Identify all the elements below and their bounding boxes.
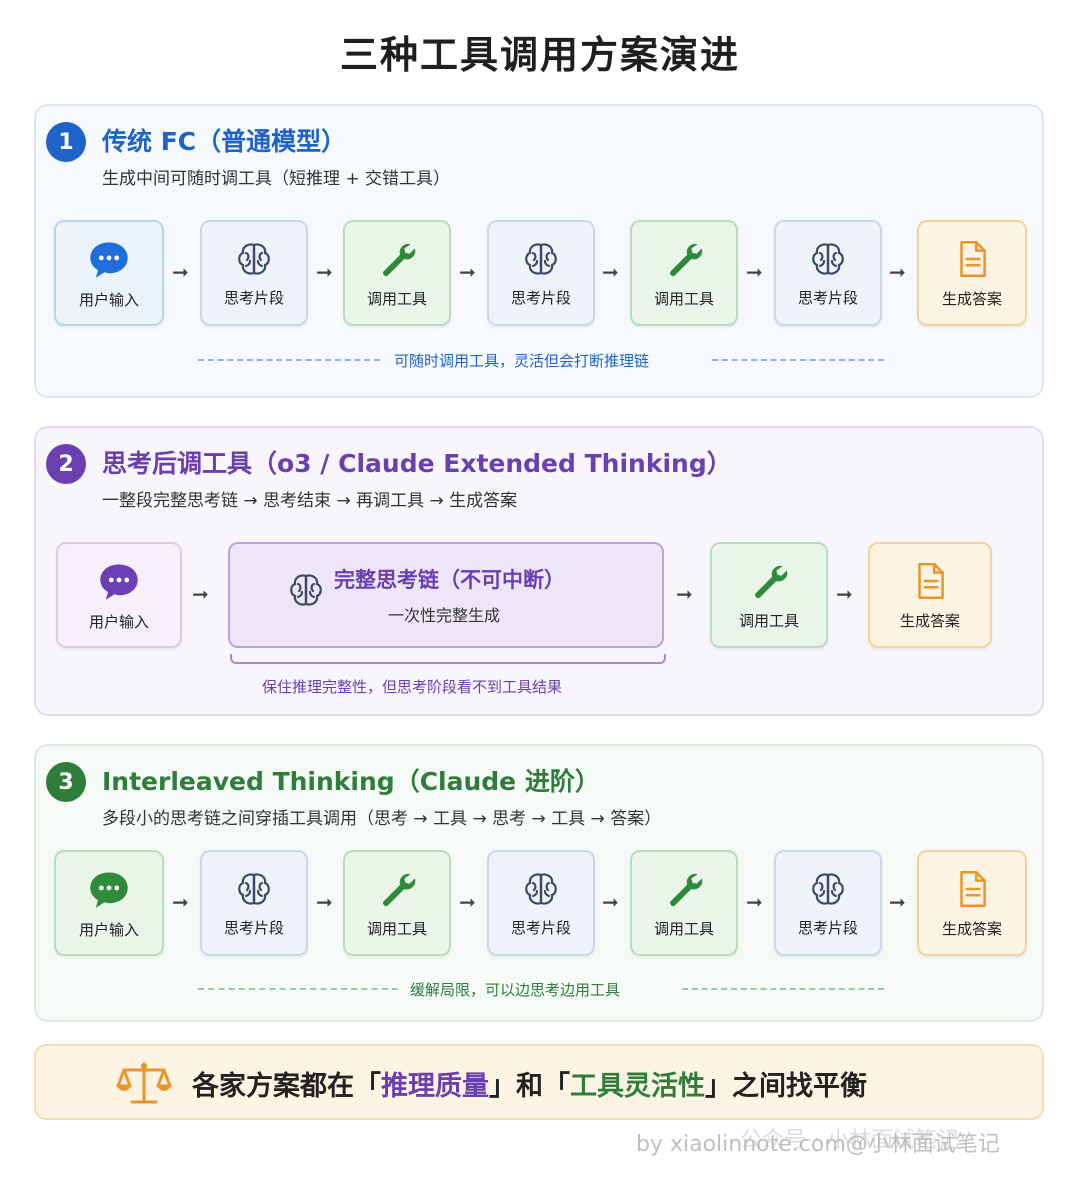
chat-bubble-icon: [97, 559, 141, 603]
summary-banner: 各家方案都在「推理质量」和「工具灵活性」之间找平衡: [34, 1044, 1044, 1120]
step-user-input: 用户输入: [54, 220, 164, 326]
brain-icon: [234, 239, 274, 279]
arrow-right-icon: ➞: [836, 582, 853, 606]
step-think: 思考片段: [200, 220, 308, 326]
step-think: 思考片段: [487, 220, 595, 326]
section-note: 缓解局限，可以边思考边用工具: [410, 981, 621, 999]
arrow-right-icon: ➞: [172, 260, 189, 284]
step-user-input: 用户输入: [54, 850, 164, 956]
brain-icon: [521, 239, 561, 279]
document-icon: [951, 238, 993, 280]
arrow-right-icon: ➞: [172, 890, 189, 914]
step-call-tool: 调用工具: [630, 850, 738, 956]
dashed-line: [712, 359, 884, 361]
step-answer: 生成答案: [917, 220, 1027, 326]
section-heading: 传统 FC（普通模型）: [102, 127, 347, 156]
arrow-right-icon: ➞: [602, 260, 619, 284]
arrow-right-icon: ➞: [459, 890, 476, 914]
step-call-tool: 调用工具: [343, 220, 451, 326]
watermark-author: by xiaolinnote.com@小林面试笔记: [636, 1132, 1000, 1157]
full-thinking-chain: 完整思考链（不可中断） 一次性完整生成: [228, 542, 664, 648]
wrench-icon: [663, 868, 705, 910]
step-think: 思考片段: [487, 850, 595, 956]
dashed-line: [682, 988, 884, 990]
balance-scale-icon: [116, 1062, 172, 1104]
arrow-right-icon: ➞: [459, 260, 476, 284]
term-tool-flexibility: 工具灵活性: [570, 1071, 705, 1102]
dashed-line: [198, 988, 398, 990]
dashed-line: [198, 359, 380, 361]
watermark-wechat: 公众号 · 小林面试笔记: [740, 1128, 959, 1153]
arrow-right-icon: ➞: [192, 582, 209, 606]
wrench-icon: [376, 238, 418, 280]
wrench-icon: [748, 560, 790, 602]
arrow-right-icon: ➞: [602, 890, 619, 914]
arrow-right-icon: ➞: [746, 260, 763, 284]
step-think: 思考片段: [774, 220, 882, 326]
wrench-icon: [376, 868, 418, 910]
chat-bubble-icon: [87, 867, 131, 911]
step-think: 思考片段: [774, 850, 882, 956]
section-think-then-tool: 2 思考后调工具（o3 / Claude Extended Thinking） …: [34, 426, 1044, 716]
section-traditional-fc: 1 传统 FC（普通模型） 生成中间可随时调工具（短推理 + 交错工具） 用户输…: [34, 104, 1044, 398]
section-subtitle: 生成中间可随时调工具（短推理 + 交错工具）: [102, 169, 451, 189]
wrench-icon: [663, 238, 705, 280]
arrow-right-icon: ➞: [889, 260, 906, 284]
brain-icon: [808, 239, 848, 279]
section-number: 3: [46, 762, 86, 802]
section-note: 可随时调用工具，灵活但会打断推理链: [394, 352, 650, 370]
step-call-tool: 调用工具: [710, 542, 828, 648]
section-heading: 思考后调工具（o3 / Claude Extended Thinking）: [102, 449, 732, 478]
thinking-chain-subtitle: 一次性完整生成: [388, 606, 501, 625]
step-call-tool: 调用工具: [343, 850, 451, 956]
section-number: 2: [46, 444, 86, 484]
section-interleaved-thinking: 3 Interleaved Thinking（Claude 进阶） 多段小的思考…: [34, 744, 1044, 1022]
arrow-right-icon: ➞: [676, 582, 693, 606]
brain-icon: [521, 869, 561, 909]
step-think: 思考片段: [200, 850, 308, 956]
brain-icon: [286, 570, 326, 610]
section-heading: Interleaved Thinking（Claude 进阶）: [102, 767, 600, 796]
section-number: 1: [46, 122, 86, 162]
document-icon: [909, 560, 951, 602]
page-title: 三种工具调用方案演进: [339, 33, 740, 77]
chat-bubble-icon: [87, 237, 131, 281]
brain-icon: [234, 869, 274, 909]
section-subtitle: 多段小的思考链之间穿插工具调用（思考 → 工具 → 思考 → 工具 → 答案）: [102, 809, 662, 829]
step-answer: 生成答案: [917, 850, 1027, 956]
step-user-input: 用户输入: [56, 542, 182, 648]
summary-text: 各家方案都在「推理质量」和「工具灵活性」之间找平衡: [192, 1071, 867, 1102]
step-call-tool: 调用工具: [630, 220, 738, 326]
thinking-chain-title: 完整思考链（不可中断）: [334, 568, 565, 592]
document-icon: [951, 868, 993, 910]
arrow-right-icon: ➞: [316, 890, 333, 914]
step-answer: 生成答案: [868, 542, 992, 648]
arrow-right-icon: ➞: [889, 890, 906, 914]
arrow-right-icon: ➞: [746, 890, 763, 914]
brain-icon: [808, 869, 848, 909]
term-reasoning-quality: 推理质量: [381, 1071, 489, 1102]
brace-bracket: [230, 654, 666, 664]
arrow-right-icon: ➞: [316, 260, 333, 284]
section-note: 保住推理完整性，但思考阶段看不到工具结果: [262, 678, 563, 696]
section-subtitle: 一整段完整思考链 → 思考结束 → 再调工具 → 生成答案: [102, 491, 518, 511]
